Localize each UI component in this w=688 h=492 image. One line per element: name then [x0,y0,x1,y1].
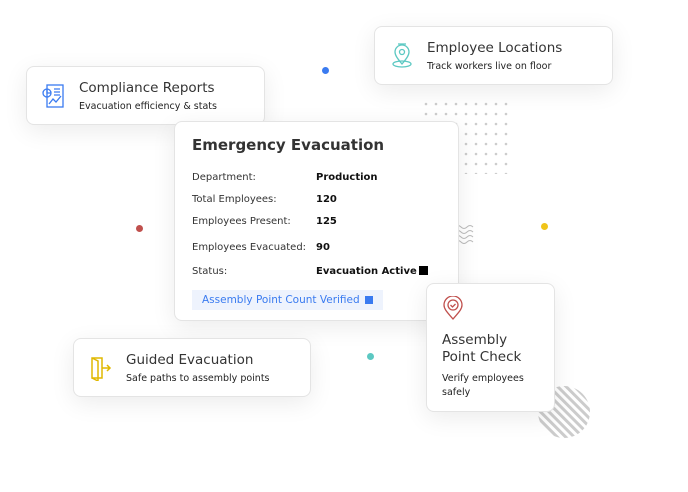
guided-subtitle: Safe paths to assembly points [126,372,270,384]
compliance-subtitle: Evacuation efficiency & stats [79,100,217,112]
decor-dot-yellow [541,223,548,230]
guided-title: Guided Evacuation [126,351,254,368]
row-value: 125 [316,215,337,227]
row-label: Status: [192,265,228,277]
exit-door-icon [91,356,112,381]
status-square-icon [418,265,428,275]
row-total: Total Employees: 120 [192,188,458,210]
location-pin-icon [392,42,412,68]
row-value: Production [316,171,378,183]
row-value: 120 [316,193,337,205]
decor-dot-red [136,225,143,232]
row-label: Employees Evacuated: [192,241,307,253]
row-evacuated: Employees Evacuated: 90 [192,232,458,260]
assembly-subtitle-1: Verify employees [442,373,524,384]
badge-label: Assembly Point Count Verified [202,294,360,306]
status-value: Evacuation Active [316,265,417,277]
locations-title: Employee Locations [427,39,563,56]
emergency-evacuation-card: Emergency Evacuation Department: Producti… [174,121,459,321]
row-value: 90 [316,241,330,253]
compliance-title: Compliance Reports [79,79,215,96]
row-status: Status: Evacuation Active [192,260,458,282]
assembly-title-2: Point Check [442,349,522,365]
pin-check-icon [443,295,463,320]
assembly-subtitle-2: safely [442,387,471,398]
verified-badge: Assembly Point Count Verified [192,290,384,310]
row-present: Employees Present: 125 [192,210,458,232]
assembly-title-1: Assembly [442,332,508,348]
main-title: Emergency Evacuation [192,136,385,154]
badge-square-icon [365,296,374,304]
decor-dot-blue [322,67,329,74]
row-label: Department: [192,171,256,183]
report-chart-icon [42,83,64,108]
decor-dot-teal [367,353,374,360]
row-department: Department: Production [192,166,458,188]
locations-subtitle: Track workers live on floor [427,60,552,72]
row-label: Total Employees: [192,193,277,205]
row-label: Employees Present: [192,215,291,227]
